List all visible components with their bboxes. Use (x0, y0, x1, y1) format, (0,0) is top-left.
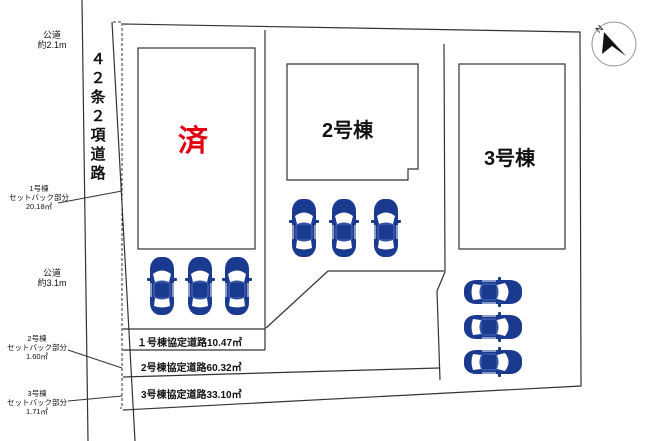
lot3-front-boundary (436, 271, 446, 381)
public-road-mid-label: 公道 約3.1m (32, 268, 72, 288)
road1-label: １号棟協定道路10.47㎡ (137, 338, 243, 349)
public-road-top-width: 約2.1m (37, 40, 67, 50)
car-lot3-a (463, 276, 523, 308)
site-boundary (122, 23, 582, 411)
setback-3-building: 3号棟 (27, 389, 47, 398)
road-42-char: 条 (90, 89, 106, 106)
setback-3-area: 1.71㎡ (25, 407, 49, 416)
car-lot2-a (288, 198, 320, 258)
lot2-label: 2号棟 (322, 120, 374, 142)
setback-1-label: 1号棟 セットバック部分 20.18㎡ (6, 184, 72, 211)
setback-2-building: 2号棟 (27, 334, 47, 343)
road-42-char: 道 (90, 146, 106, 163)
building-2 (286, 63, 419, 181)
lot1-sold-mark: 済 (178, 124, 208, 159)
setback-1-building: 1号棟 (29, 184, 49, 193)
setback-2-label: 2号棟 セットバック部分 1.60㎡ (4, 334, 70, 361)
leader-setback-1 (57, 190, 123, 204)
road2-bottom (122, 367, 440, 378)
road-42-label: ４ ２ 条 ２ 項 道 路 (89, 50, 107, 183)
public-road-mid-line1: 公道 (42, 268, 61, 278)
setback-1-area: 20.18㎡ (25, 202, 53, 211)
leader-setback-2 (67, 349, 123, 369)
setback-1-desc: セットバック部分 (9, 193, 69, 202)
lot3-label: 3号棟 (484, 148, 536, 170)
car-lot1-b (184, 256, 216, 316)
setback-2-area: 1.60㎡ (25, 352, 49, 361)
leader-setback-3 (67, 395, 123, 402)
building-1 (137, 47, 256, 250)
public-road-top-label: 公道 約2.1m (32, 30, 72, 50)
road3-label: 3号棟協定道路33.10㎡ (141, 390, 242, 401)
public-road-top-line1: 公道 (42, 30, 61, 40)
road-edge-left (81, 0, 89, 441)
car-lot3-b (463, 311, 523, 343)
building-3 (458, 63, 566, 250)
setback-3-label: 3号棟 セットバック部分 1.71㎡ (4, 389, 70, 416)
road-42-char: 項 (90, 127, 106, 144)
road-42-char: ２ (90, 70, 106, 87)
car-lot1-a (146, 256, 178, 316)
car-lot1-c (221, 256, 253, 316)
road-42-char: ４ (90, 51, 106, 68)
road-edge-right (111, 21, 136, 441)
lot2-front-boundary (265, 270, 444, 329)
compass-icon (591, 21, 637, 67)
setback-line (113, 21, 123, 409)
lot-divider-2-3 (443, 43, 446, 273)
road2-label: 2号棟協定道路60.32㎡ (141, 363, 242, 374)
car-lot3-c (463, 346, 523, 378)
car-lot2-b (328, 198, 360, 258)
public-road-mid-width: 約3.1m (37, 278, 67, 288)
car-lot2-c (370, 198, 402, 258)
road-42-char: 路 (90, 165, 106, 182)
setback-3-desc: セットバック部分 (7, 398, 67, 407)
setback-2-desc: セットバック部分 (7, 343, 67, 352)
road-42-char: ２ (90, 108, 106, 125)
